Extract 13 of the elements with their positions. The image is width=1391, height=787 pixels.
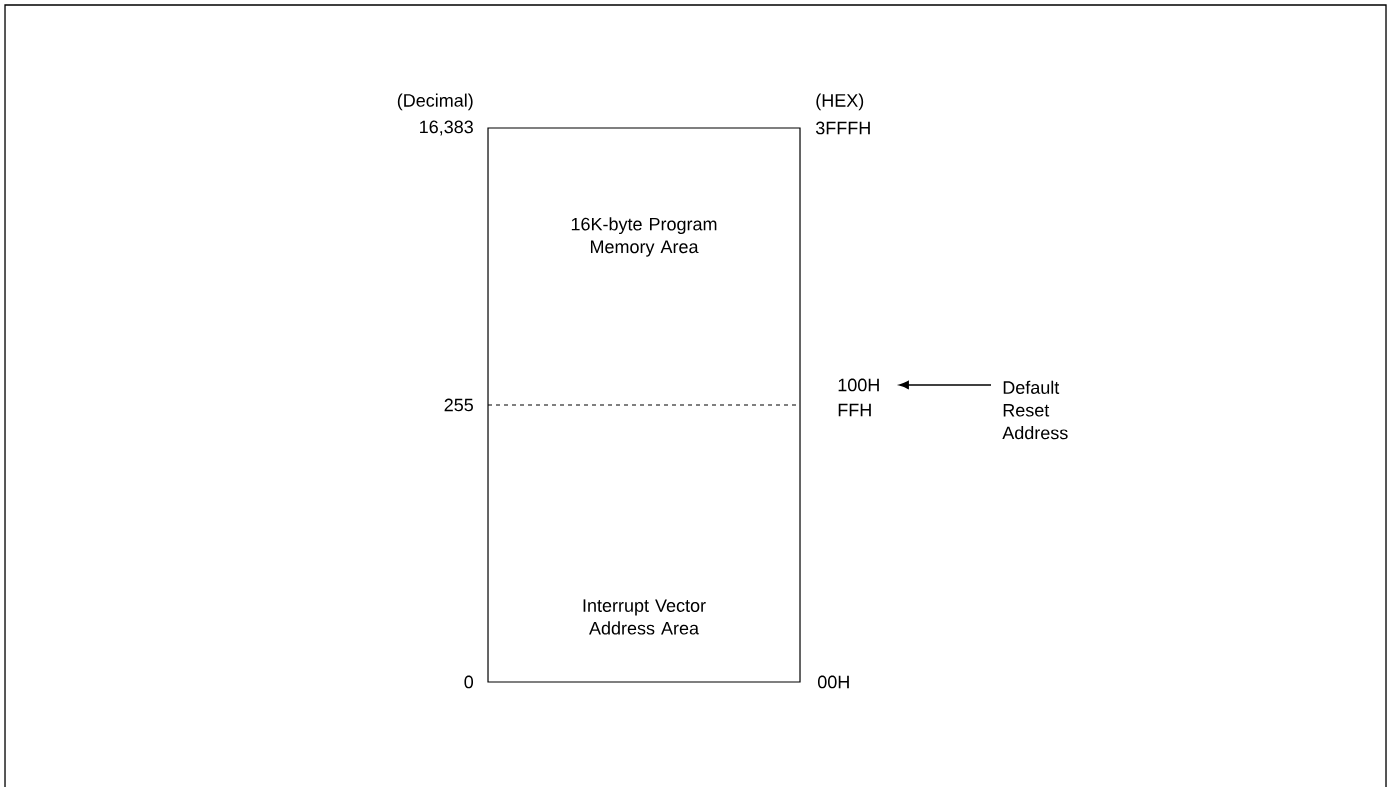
memory-region: 16K-byte Program Memory Area: [487, 127, 801, 406]
address-label: 100H: [838, 378, 879, 392]
annotation-text: Default Reset Address: [1002, 380, 1068, 440]
axis-label: 16,383: [420, 120, 473, 136]
axis-label: 255: [444, 398, 473, 412]
axis-label: (HEX): [816, 93, 864, 111]
axis-label: FFH: [838, 403, 871, 417]
axis-label: (Decimal): [397, 93, 473, 111]
axis-label: 0: [464, 675, 474, 689]
axis-label: 00H: [818, 675, 849, 689]
axis-label: 3FFFH: [815, 121, 870, 135]
memory-region: Interrupt Vector Address Area: [487, 404, 801, 683]
arrow: [899, 380, 992, 390]
